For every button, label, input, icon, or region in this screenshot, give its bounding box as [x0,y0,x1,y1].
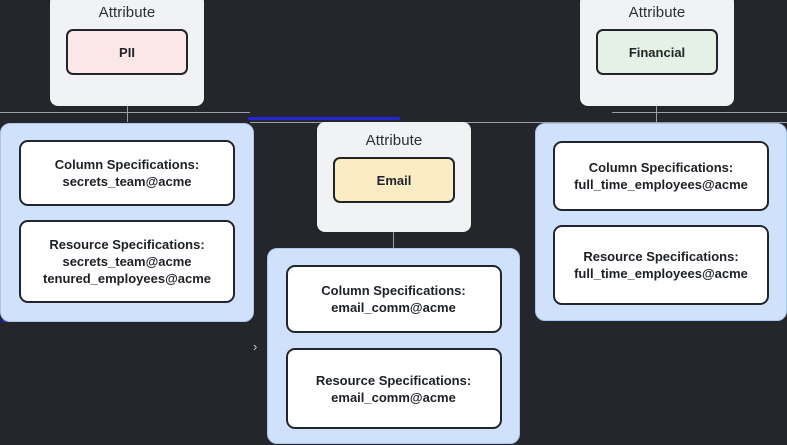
spec-heading: Column Specifications: [321,283,466,298]
attribute-card-title: Attribute [628,4,686,21]
attribute-card-pii[interactable]: Attribute PII [50,0,204,106]
spec-value: tenured_employees@acme [42,271,212,286]
chevron-right-icon[interactable]: › [253,339,258,354]
spec-value: secrets_team@acme [62,254,192,269]
edge-vertical-email [393,228,394,248]
attribute-card-title: Attribute [365,132,423,149]
selection-bar-top [248,117,400,120]
spec-group-secrets-team[interactable]: Column Specifications: secrets_team@acme… [0,123,254,322]
spec-group-full-time-employees[interactable]: Column Specifications: full_time_employe… [535,123,787,321]
spec-heading: Resource Specifications: [583,249,739,264]
edge-vertical-pii [127,106,128,122]
edge-vertical-financial [656,106,657,122]
edge-horizontal-left [0,112,250,113]
spec-heading: Column Specifications: [588,160,734,175]
spec-heading: Resource Specifications: [49,237,205,252]
attribute-card-title: Attribute [98,4,156,21]
edge-horizontal-right [612,112,787,113]
spec-value: full_time_employees@acme [574,266,748,281]
spec-value: full_time_employees@acme [574,177,748,192]
spec-value: email_comm@acme [331,389,456,405]
column-specifications-box[interactable]: Column Specifications: secrets_team@acme [19,140,235,206]
resource-specifications-box[interactable]: Resource Specifications: secrets_team@ac… [19,220,235,303]
spec-group-email-comm[interactable]: Column Specifications: email_comm@acme R… [267,248,520,444]
attribute-chip-email[interactable]: Email [333,157,455,203]
edge-horizontal-mid [250,122,787,123]
column-specifications-box[interactable]: Column Specifications: full_time_employe… [553,141,769,211]
attribute-card-financial[interactable]: Attribute Financial [580,0,734,106]
spec-heading: Resource Specifications: [315,372,472,388]
resource-specifications-box[interactable]: Resource Specifications: full_time_emplo… [553,225,769,305]
resource-specifications-box[interactable]: Resource Specifications: email_comm@acme [285,348,502,429]
attribute-chip-financial[interactable]: Financial [596,29,718,75]
column-specifications-box[interactable]: Column Specifications: email_comm@acme [285,265,502,333]
spec-heading: Column Specifications: [54,157,200,172]
attribute-card-email[interactable]: Attribute Email [317,122,471,232]
attribute-chip-pii[interactable]: PII [66,29,188,75]
spec-value: email_comm@acme [331,300,456,315]
spec-value: secrets_team@acme [62,174,192,189]
